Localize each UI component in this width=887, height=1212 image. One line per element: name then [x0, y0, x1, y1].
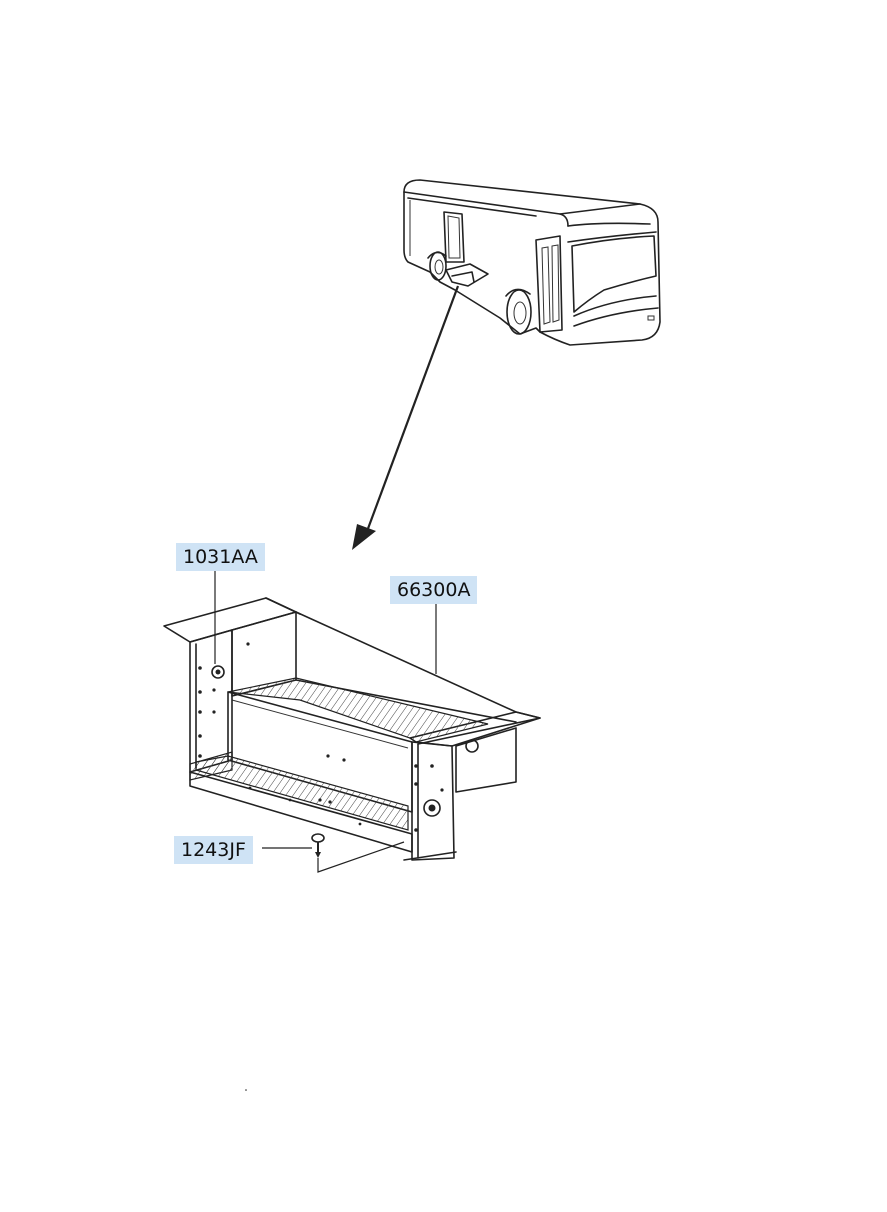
location-arrow — [352, 285, 460, 550]
leader-lines — [214, 571, 437, 873]
callout-66300A[interactable]: 66300A — [390, 576, 478, 604]
bolt-icon — [465, 739, 479, 753]
bolt-icon — [211, 665, 225, 679]
bolt-icon — [423, 799, 441, 817]
bus-illustration — [403, 179, 661, 346]
callout-1243JF[interactable]: 1243JF — [174, 836, 253, 864]
screw-icon — [311, 833, 325, 858]
callout-1031AA[interactable]: 1031AA — [176, 543, 265, 571]
speck — [245, 1089, 247, 1091]
storage-box-assembly — [163, 597, 541, 861]
